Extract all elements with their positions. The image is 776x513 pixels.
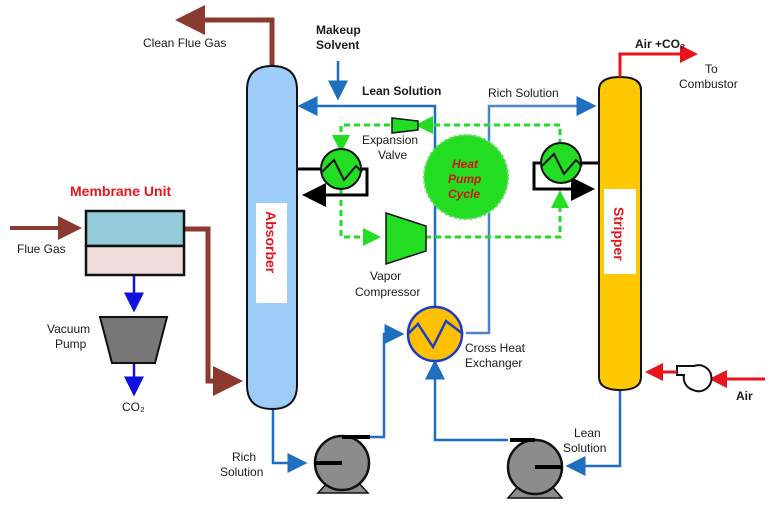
lean-pump-to-hx-line <box>425 359 508 442</box>
co2-label: CO₂ <box>122 400 145 414</box>
lean-solution-top-line <box>297 96 437 320</box>
lean-solution-top-label: Lean Solution <box>362 84 441 98</box>
stripper-label: Stripper <box>611 207 627 261</box>
rich-pump-to-hx-line <box>368 324 405 439</box>
absorber-heat-exchanger[interactable] <box>297 148 369 207</box>
to-label: To <box>705 62 718 76</box>
vacuum-label-1: Vacuum <box>47 322 90 336</box>
vacuum-pump[interactable] <box>98 316 169 364</box>
lean-bottom-label-2: Solution <box>563 441 606 455</box>
cross-hx-label-2: Exchanger <box>465 356 522 370</box>
solvent-lines <box>271 61 622 476</box>
membrane-unit[interactable] <box>84 209 186 277</box>
makeup-label-2: Solvent <box>316 38 359 52</box>
rich-solution-pump[interactable] <box>313 434 371 494</box>
rich-bottom-label-2: Solution <box>220 465 263 479</box>
absorber-bottom-line <box>271 408 308 473</box>
cycle-label: Cycle <box>448 187 480 201</box>
lean-solution-pump[interactable] <box>506 438 564 499</box>
stripper-column[interactable]: Stripper <box>598 75 642 392</box>
clean-flue-gas-line <box>175 5 275 66</box>
heat-pump-cycle[interactable] <box>423 134 509 220</box>
clean-flue-gas-label: Clean Flue Gas <box>143 36 226 50</box>
expansion-label-1: Expansion <box>362 133 418 147</box>
expansion-label-2: Valve <box>378 148 407 162</box>
vapor-compressor[interactable] <box>385 211 427 266</box>
air-blower[interactable] <box>645 363 765 393</box>
membrane-unit-label: Membrane Unit <box>70 183 171 199</box>
membrane-to-absorber-line <box>184 226 243 396</box>
rich-solution-top-line <box>466 96 597 335</box>
stripper-heat-exchanger[interactable] <box>532 142 599 201</box>
vapor-label-1: Vapor <box>370 269 401 283</box>
air-label: Air <box>736 389 753 403</box>
absorber-column[interactable]: Absorber <box>246 64 298 411</box>
heat-label: Heat <box>452 157 479 171</box>
cross-heat-exchanger[interactable] <box>406 305 464 363</box>
flue-gas-label: Flue Gas <box>17 242 66 256</box>
vacuum-label-2: Pump <box>55 337 87 351</box>
rich-bottom-label-1: Rich <box>232 450 256 464</box>
expansion-valve[interactable] <box>391 117 419 134</box>
pump-label: Pump <box>448 172 481 186</box>
lean-bottom-label-1: Lean <box>574 426 601 440</box>
combustor-label: Combustor <box>679 77 738 91</box>
flue-gas-lines <box>10 5 275 396</box>
air-co2-line <box>618 45 698 77</box>
absorber-label: Absorber <box>263 211 279 274</box>
vapor-label-2: Compressor <box>355 285 420 299</box>
makeup-label-1: Makeup <box>316 23 361 37</box>
air-co2-label: Air +CO₂ <box>635 37 685 51</box>
cross-hx-label-1: Cross Heat <box>465 341 526 355</box>
stripper-bottom-line <box>565 390 622 476</box>
rich-solution-top-label: Rich Solution <box>488 86 559 100</box>
